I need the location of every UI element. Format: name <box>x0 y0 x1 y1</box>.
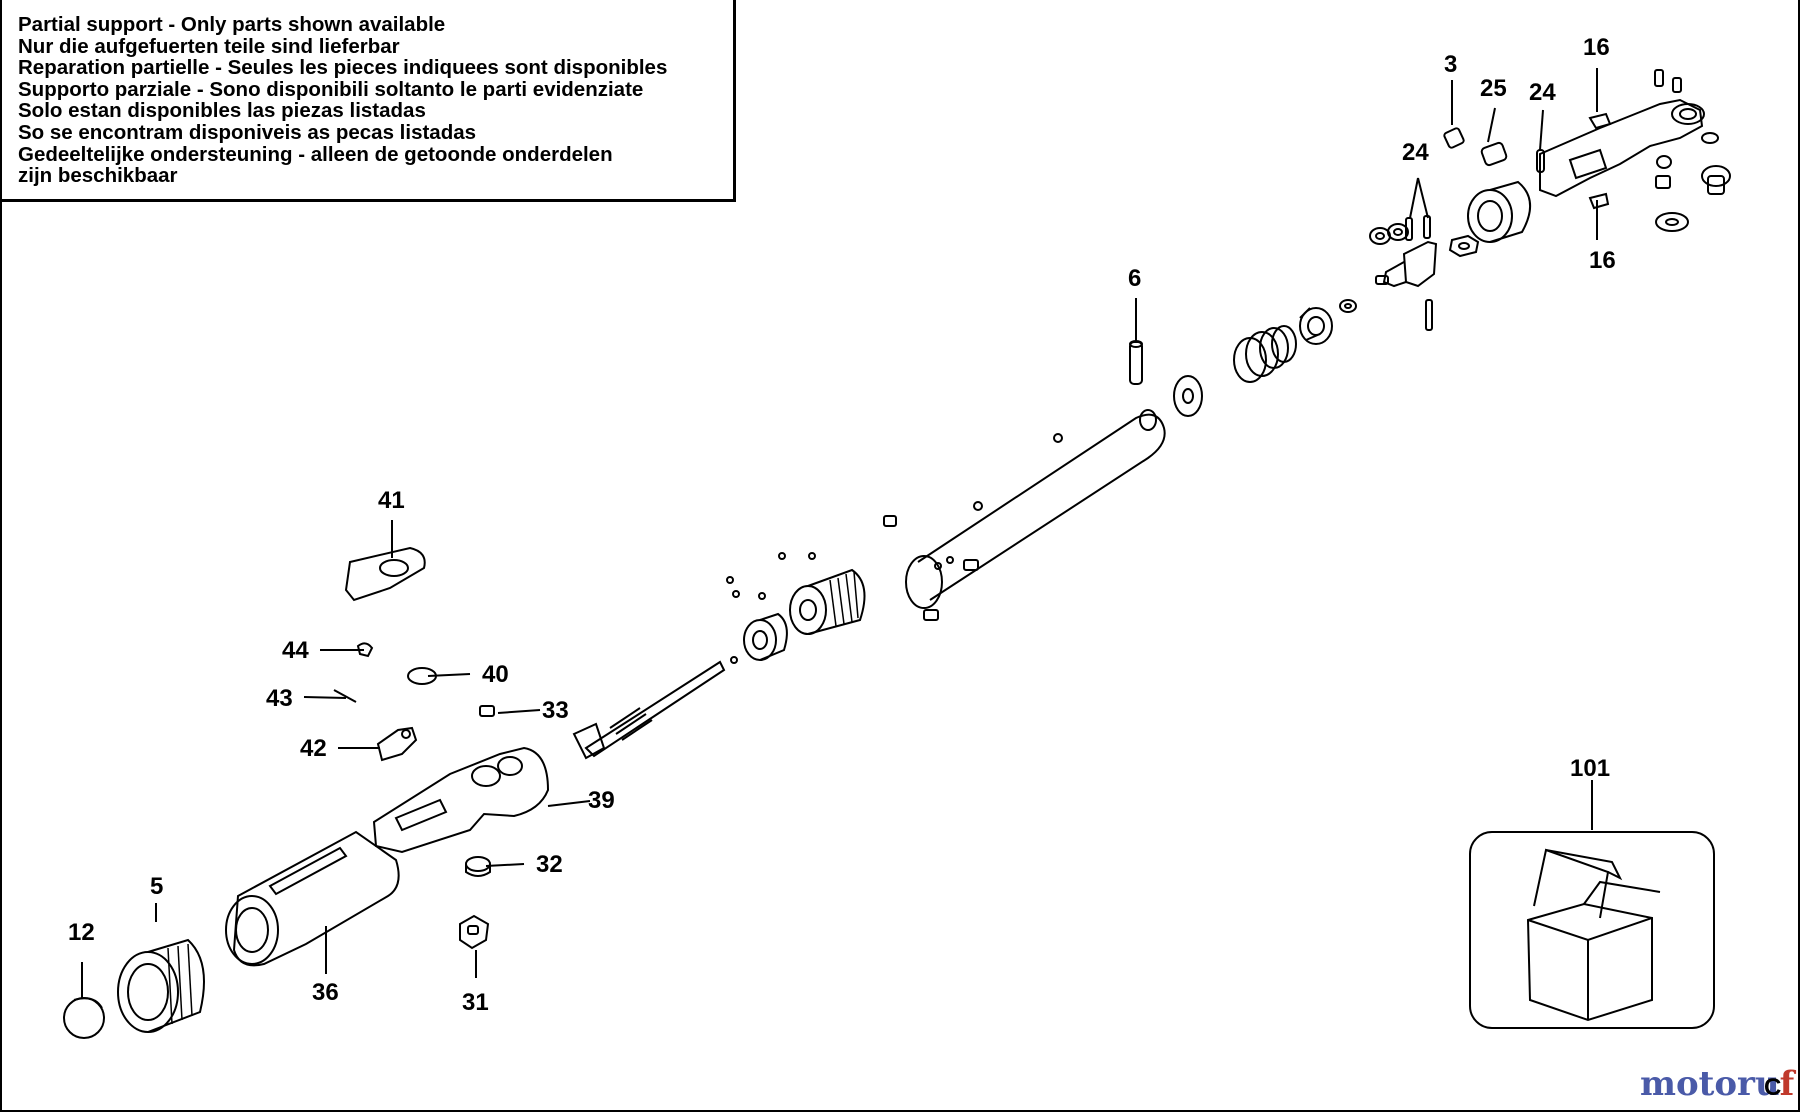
callout-16: 16 <box>1583 34 1610 61</box>
callout-32: 32 <box>536 851 563 878</box>
packaging-box-icon <box>1469 831 1715 1029</box>
watermark-text: motoru <box>1640 1064 1780 1104</box>
callout-101: 101 <box>1570 755 1610 782</box>
notice-line: zijn beschikbaar <box>18 164 178 188</box>
notice-line: Nur die aufgefuerten teile sind lieferba… <box>18 34 400 58</box>
watermark-logo: motoruf <box>1640 1064 1794 1104</box>
callout-25: 25 <box>1480 75 1507 102</box>
callout-24: 24 <box>1529 79 1556 106</box>
callout-24: 24 <box>1402 139 1429 166</box>
end-knob <box>63 938 205 1039</box>
callout-36: 36 <box>312 979 339 1006</box>
notice-line: Supporto parziale - Sono disponibili sol… <box>18 77 644 101</box>
callout-42: 42 <box>300 735 327 762</box>
callout-6: 6 <box>1128 265 1141 292</box>
small-parts-lower <box>459 856 491 950</box>
availability-notice: Partial support - Only parts shown avail… <box>2 0 736 202</box>
notice-line: Reparation partielle - Seules les pieces… <box>18 56 668 80</box>
watermark-text-accent: f <box>1779 1064 1795 1104</box>
callout-31: 31 <box>462 989 489 1016</box>
corner-mark: C <box>1764 1074 1782 1101</box>
notice-line: Partial support - Only parts shown avail… <box>18 13 446 36</box>
callout-5: 5 <box>150 873 163 900</box>
notice-line: Gedeeltelijke ondersteuning - alleen de … <box>18 142 613 166</box>
upper-housing <box>372 746 550 854</box>
callout-43: 43 <box>266 685 293 712</box>
callout-12: 12 <box>68 919 95 946</box>
pawl-and-spring-parts <box>1369 180 1531 331</box>
ratchet-head-assembly <box>1443 69 1731 232</box>
notice-line: So se encontram disponiveis as pecas lis… <box>18 120 477 144</box>
callout-40: 40 <box>482 661 509 688</box>
notice-line: Solo estan disponibles las piezas listad… <box>18 99 426 123</box>
drive-shaft <box>572 660 726 760</box>
callout-labels: 3 25 24 16 24 16 6 41 44 40 43 33 42 39 … <box>68 34 1616 1016</box>
callout-3: 3 <box>1444 51 1457 78</box>
main-tube <box>883 409 1166 621</box>
callout-16: 16 <box>1589 247 1616 274</box>
callout-33: 33 <box>542 697 569 724</box>
handle-grip <box>225 830 400 967</box>
leader-lines <box>81 68 1598 998</box>
callout-39: 39 <box>588 787 615 814</box>
roller-barrel <box>726 552 866 664</box>
switch-parts <box>333 546 495 762</box>
callout-41: 41 <box>378 487 405 514</box>
spring-and-washers <box>1129 299 1357 417</box>
callout-44: 44 <box>282 637 309 664</box>
